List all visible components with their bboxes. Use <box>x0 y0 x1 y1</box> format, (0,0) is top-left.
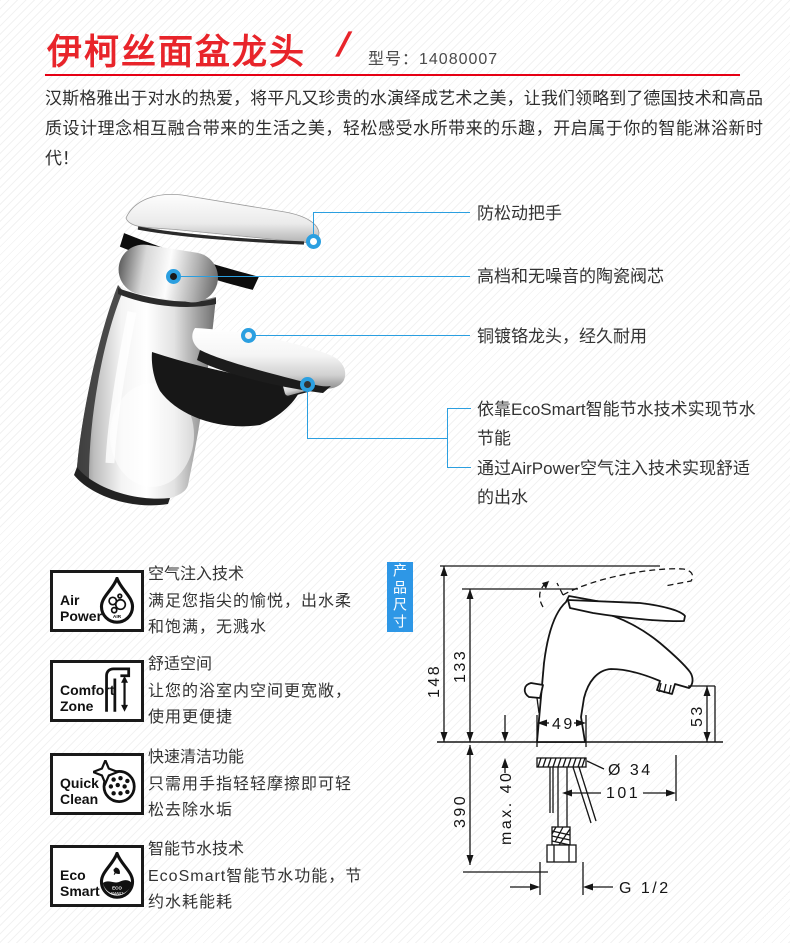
hose-diag-right <box>578 766 597 822</box>
feature-airpower-badge-text: Air Power <box>60 592 103 624</box>
dim-base-width: 49 <box>552 716 575 733</box>
feature-airpower-desc1: 满足您指尖的愉悦，出水柔 <box>148 593 353 610</box>
feature-quickclean-badge: Quick Clean <box>50 753 144 815</box>
spout-under-shadow <box>151 352 302 427</box>
water-drop-bubbles-icon: AIR <box>99 577 135 624</box>
title-underline <box>45 74 740 76</box>
product-size-tab: 产品尺寸 <box>387 562 413 632</box>
callout-airpower-line1: 通过AirPower空气注入技术实现舒适 <box>477 459 750 478</box>
dim-diameter: Ø 34 <box>608 762 653 779</box>
svg-text:AIR: AIR <box>113 614 122 620</box>
dim-total-height: 148 <box>426 664 443 698</box>
feature-comfortzone-badge: Comfort Zone <box>50 660 144 722</box>
base-rim-shadow <box>74 467 170 506</box>
title-separator: / <box>335 26 351 64</box>
callout-label-ecosmart: 依靠EcoSmart智能节水技术实现节水 节能 <box>477 395 756 453</box>
dia-leader <box>586 760 605 770</box>
callout-ecosmart-line2: 节能 <box>477 429 511 448</box>
dashed-arrowhead <box>542 581 549 589</box>
callout-label-chrome: 铜镀铬龙头，经久耐用 <box>477 327 647 346</box>
callout4-marker-icon <box>300 377 315 392</box>
faucet-spout <box>192 328 346 389</box>
feature-ecosmart-desc1: EcoSmart智能节水功能，节 <box>148 868 363 885</box>
callout3-marker-icon <box>241 328 256 343</box>
drawing-faucet-outline <box>536 595 694 743</box>
aerator-sparkle-icon <box>93 760 136 803</box>
feature-comfortzone-title: 舒适空间 <box>148 656 213 673</box>
dashed-handle-raised <box>538 568 694 608</box>
technical-drawing: 148 133 49 53 Ø 34 101 max. 40 390 G 1/2 <box>426 565 723 897</box>
body-left-shadow <box>77 285 123 485</box>
faucet-handle <box>125 194 320 243</box>
dim-max-thickness: max. 40 <box>498 771 515 845</box>
dim-thread: G 1/2 <box>619 880 671 897</box>
feature-quickclean-desc1: 只需用手指轻轻摩擦即可轻 <box>148 776 353 793</box>
svg-text:SMART: SMART <box>111 891 124 895</box>
callout3-hline <box>255 335 470 336</box>
callout2-marker-icon <box>166 269 181 284</box>
callout4-vline <box>307 391 308 438</box>
aerator-hatch <box>658 682 672 695</box>
handle-under-edge <box>137 226 305 245</box>
feature-quickclean-badge-text: Quick Clean <box>60 775 99 807</box>
callout1-vline <box>313 212 314 234</box>
callout-bracket-bottom <box>447 467 471 468</box>
feature-ecosmart-desc2: 约水耗能耗 <box>148 894 234 911</box>
feature-ecosmart-title: 智能节水技术 <box>148 841 245 858</box>
intro-paragraph: 汉斯格雅出于对水的热爱，将平凡又珍贵的水演绎成艺术之美，让我们领略到了德国技术和… <box>45 89 763 168</box>
svg-text:ECO: ECO <box>112 885 122 890</box>
braided-hatch <box>551 826 571 846</box>
popup-rod-stem <box>536 697 540 714</box>
feature-ecosmart-badge: Eco Smart ECO SMART <box>50 845 144 907</box>
flange-hatch <box>537 757 586 768</box>
callout-label-handle: 防松动把手 <box>477 204 562 223</box>
dim-spout-height: 53 <box>689 704 706 727</box>
connector-nut <box>546 844 577 863</box>
feature-airpower-title: 空气注入技术 <box>148 566 245 583</box>
body-highlight <box>110 383 194 487</box>
drawing-popup-rod <box>523 682 544 699</box>
callout-ecosmart-line1: 依靠EcoSmart智能节水技术实现节水 <box>477 400 756 419</box>
callout-bracket-top <box>447 408 471 409</box>
callout1-hline <box>313 212 470 213</box>
dim-body-height: 133 <box>452 649 469 683</box>
feature-airpower-badge: Air Power AIR <box>50 570 144 632</box>
callout2-hline <box>180 276 470 277</box>
callout-airpower-line2: 的出水 <box>477 488 528 507</box>
feature-quickclean-desc2: 松去除水垢 <box>148 802 234 819</box>
callout-label-airpower: 通过AirPower空气注入技术实现舒适 的出水 <box>477 454 750 512</box>
faucet-product-image <box>74 194 346 506</box>
page-title: 伊柯丝面盆龙头 <box>47 33 307 72</box>
callout-label-cartridge: 高档和无噪音的陶瓷阀芯 <box>477 267 664 286</box>
feature-comfortzone-badge-text: Comfort Zone <box>60 682 115 714</box>
mounting-flange <box>536 757 587 768</box>
model-number: 型号：14080007 <box>368 51 499 68</box>
feature-ecosmart-badge-text: Eco Smart <box>60 867 100 899</box>
dim-reach: 101 <box>606 785 640 802</box>
callout4-hline <box>307 438 447 439</box>
spout-edge-shadow <box>197 350 331 393</box>
feature-comfortzone-desc1: 让您的浴室内空间更宽敞， <box>148 683 353 700</box>
callout-bracket-vline <box>447 408 448 467</box>
feature-comfortzone-desc2: 使用更便捷 <box>148 709 234 726</box>
tall-faucet-height-arrow-icon <box>105 667 131 712</box>
callout1-marker-icon <box>306 234 321 249</box>
dimension-arrowheads <box>440 566 711 891</box>
drawing-handle <box>567 599 686 623</box>
body-highlight-streak <box>105 311 137 464</box>
hose-diag-left <box>572 766 592 824</box>
dim-below-height: 390 <box>452 794 469 828</box>
eco-drop-leaf-icon: ECO SMART <box>99 852 135 899</box>
feature-quickclean-title: 快速清洁功能 <box>148 749 245 766</box>
feature-airpower-desc2: 和饱满，无溅水 <box>148 619 268 636</box>
